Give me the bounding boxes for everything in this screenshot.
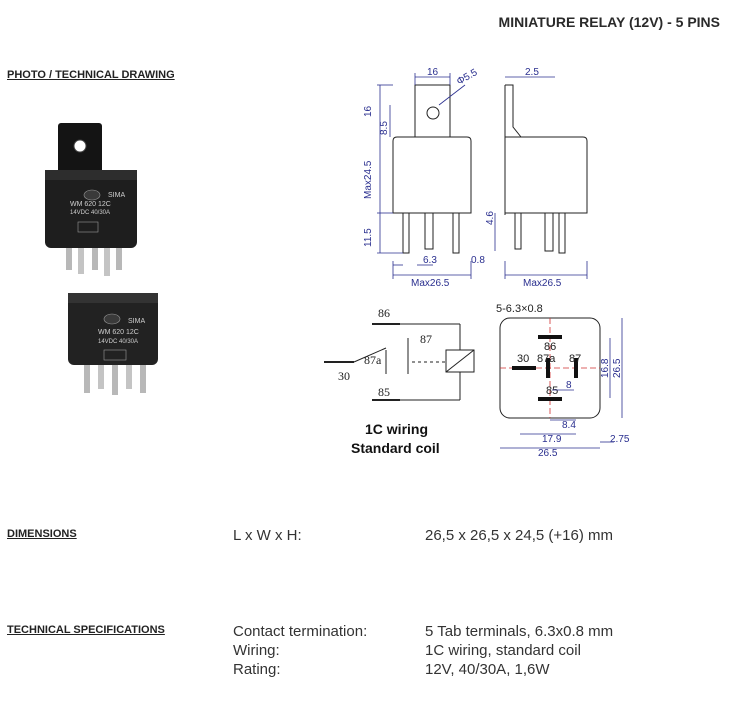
relay-photo-standard: SIMA WM 620 12C 14VDC 40/30A: [68, 293, 158, 395]
dim-top-width: 16: [427, 67, 439, 78]
relay-photos: WM 620 12C SIMA 14VDC 40/30A SIMA WM 620…: [45, 123, 158, 395]
fp-terminal-spec: 5-6.3×0.8: [496, 303, 543, 315]
dim-pin-width: 6.3: [423, 255, 437, 266]
fp-86: 86: [544, 341, 556, 353]
spec-key-wiring: Wiring:: [233, 642, 280, 659]
dim-hole-height: 8.5: [379, 121, 390, 135]
fp-dim-8-4: 8.4: [562, 420, 576, 431]
dim-pin-height: 11.5: [363, 228, 374, 247]
fp-dim-17-9: 17.9: [542, 434, 562, 445]
specs-label: TECHNICAL SPECIFICATIONS: [7, 624, 165, 636]
photo-section-label: PHOTO / TECHNICAL DRAWING: [7, 69, 175, 81]
photo-rating-1: 14VDC 40/30A: [70, 210, 110, 216]
dimensions-value: 26,5 x 26,5 x 24,5 (+16) mm: [425, 527, 614, 544]
photo-brand-2: SIMA: [128, 318, 145, 325]
spec-value-termination: 5 Tab terminals, 6.3x0.8 mm: [425, 623, 614, 640]
technical-drawing: 16 Φ5.5 2.5 16 8.5 Max24.5 11.5 4.6 6.3 …: [363, 67, 588, 289]
spec-key-rating: Rating:: [233, 661, 281, 678]
relay-photo-with-tab: WM 620 12C SIMA 14VDC 40/30A: [45, 123, 137, 276]
fp-85: 85: [546, 385, 558, 397]
dim-side-pin-height: 4.6: [485, 211, 496, 225]
photo-rating-2: 14VDC 40/30A: [98, 339, 138, 345]
photo-model-1: WM 620 12C: [70, 201, 111, 208]
dim-side-width: Max26.5: [523, 278, 562, 289]
fp-dim-8: 8: [566, 380, 572, 391]
spec-value-wiring: 1C wiring, standard coil: [425, 642, 581, 659]
fp-87: 87: [569, 353, 581, 365]
spec-value-rating: 12V, 40/30A, 1,6W: [425, 661, 550, 678]
dim-offset: 2.5: [525, 67, 539, 78]
wiring-caption-1: 1C wiring: [365, 421, 428, 437]
dim-tab-height: 16: [363, 105, 374, 117]
fp-dim-2-75: 2.75: [610, 434, 630, 445]
wire-pin-85: 85: [378, 385, 390, 399]
wiring-caption-2: Standard coil: [351, 440, 440, 456]
fp-30: 30: [517, 353, 529, 365]
photo-model-2: WM 620 12C: [98, 329, 139, 336]
page-title: MINIATURE RELAY (12V) - 5 PINS: [498, 14, 720, 30]
dim-front-width: Max26.5: [411, 278, 450, 289]
dim-body-height: Max24.5: [363, 160, 374, 199]
footprint-drawing: 86 30 87a 87 85 5-6.3×0.8 8 8.4 17.9 26.…: [496, 303, 630, 459]
wire-pin-87: 87: [420, 332, 432, 346]
fp-dim-26-5-w: 26.5: [538, 448, 558, 459]
wire-pin-87a: 87a: [364, 353, 382, 367]
spec-key-termination: Contact termination:: [233, 623, 368, 640]
wire-pin-86: 86: [378, 306, 390, 320]
fp-dim-16-8: 16.8: [600, 358, 611, 378]
fp-87a: 87a: [537, 353, 556, 365]
dimensions-label: DIMENSIONS: [7, 528, 77, 540]
dim-hole: Φ5.5: [455, 67, 480, 88]
photo-brand-1: SIMA: [108, 192, 125, 199]
dim-pin-thickness: 0.8: [471, 255, 485, 266]
wire-pin-30: 30: [338, 369, 350, 383]
dimensions-key: L x W x H:: [233, 527, 302, 544]
wiring-schematic: 86 87 87a 30 85 1C wiring Standard coil: [324, 306, 475, 456]
fp-dim-26-5-h: 26.5: [612, 358, 623, 378]
